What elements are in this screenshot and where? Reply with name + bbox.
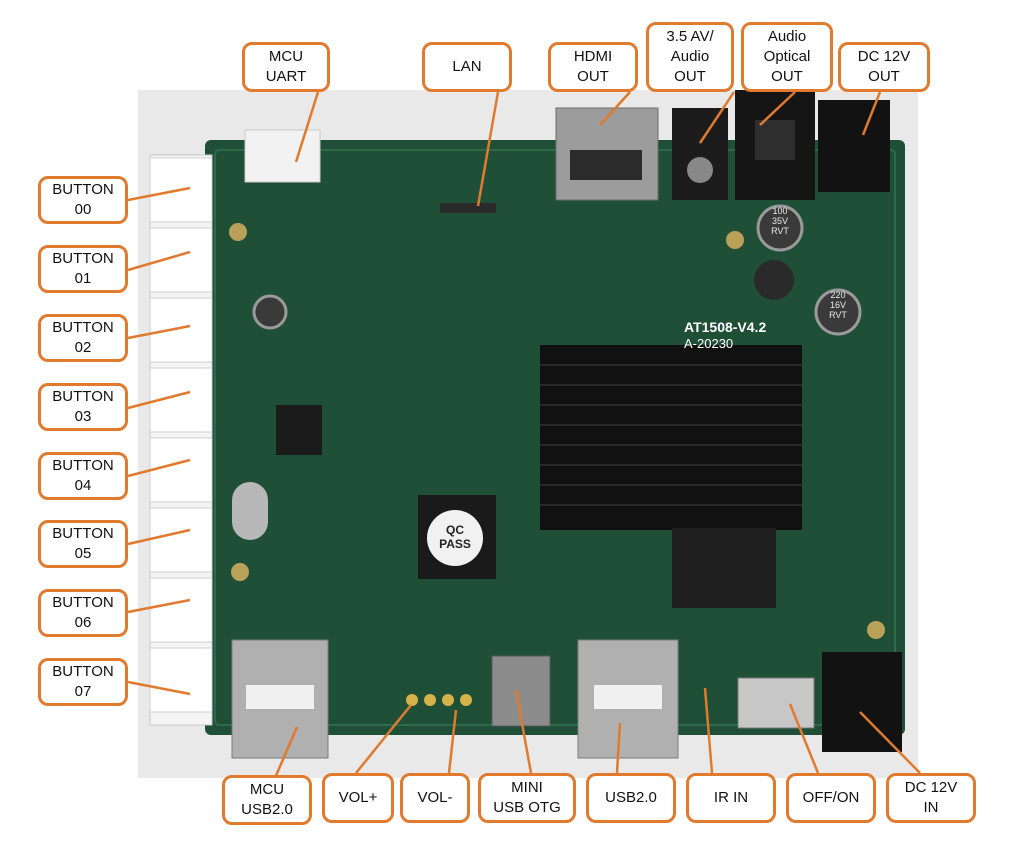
callout-ir-in: IR IN <box>686 773 776 823</box>
lan-header <box>440 203 496 213</box>
callout-button-06: BUTTON 06 <box>38 589 128 637</box>
pcb-trace-border <box>214 149 896 726</box>
callout-button-02: BUTTON 02 <box>38 314 128 362</box>
mcu-uart-connector <box>244 129 321 183</box>
capacitor <box>252 294 288 330</box>
av-jack-hole <box>687 157 713 183</box>
av-jack <box>672 108 728 200</box>
qc-pass-sticker <box>427 510 483 566</box>
dc-out-jack <box>818 100 890 192</box>
optical-socket <box>755 120 795 160</box>
callout-lan: LAN <box>422 42 512 92</box>
mounting-hole <box>867 621 885 639</box>
capacitor <box>756 204 804 252</box>
board-rev-label: A-20230 <box>684 336 733 351</box>
callout-av-audio-out: 3.5 AV/ Audio OUT <box>646 22 734 92</box>
heatsink-fins <box>540 364 802 506</box>
callout-button-07: BUTTON 07 <box>38 658 128 706</box>
hdmi-socket <box>570 150 642 180</box>
leader-lines <box>127 91 921 779</box>
callout-vol-minus: VOL- <box>400 773 470 823</box>
power-switch <box>737 677 815 729</box>
board-model-label: AT1508-V4.2 <box>684 319 766 335</box>
callout-audio-optical-out: Audio Optical OUT <box>741 22 833 92</box>
mcu-usb-socket <box>246 685 314 709</box>
memory-chip <box>672 528 776 608</box>
callout-off-on: OFF/ON <box>786 773 876 823</box>
callout-button-03: BUTTON 03 <box>38 383 128 431</box>
callout-button-00: BUTTON 00 <box>38 176 128 224</box>
mounting-hole <box>726 231 744 249</box>
capacitor <box>814 288 862 336</box>
mounting-hole <box>231 563 249 581</box>
vol-minus-pad <box>442 694 454 706</box>
callout-button-01: BUTTON 01 <box>38 245 128 293</box>
pad <box>424 694 436 706</box>
callout-dc12v-out: DC 12V OUT <box>838 42 930 92</box>
callout-vol-plus: VOL+ <box>322 773 394 823</box>
button-headers <box>149 154 213 726</box>
inductor <box>754 260 794 300</box>
mounting-hole <box>229 223 247 241</box>
callout-button-04: BUTTON 04 <box>38 452 128 500</box>
mcu-chip <box>276 405 322 455</box>
heatsink <box>540 345 802 530</box>
callout-button-05: BUTTON 05 <box>38 520 128 568</box>
callout-dc12v-in: DC 12V IN <box>886 773 976 823</box>
pad <box>460 694 472 706</box>
callout-hdmi-out: HDMI OUT <box>548 42 638 92</box>
dc-in-jack <box>822 652 902 752</box>
callout-mcu-usb: MCU USB2.0 <box>222 775 312 825</box>
vol-plus-pad <box>406 694 418 706</box>
callout-usb20: USB2.0 <box>586 773 676 823</box>
crystal <box>232 482 268 540</box>
callout-mini-usb-otg: MINI USB OTG <box>478 773 576 823</box>
usb-socket <box>594 685 662 709</box>
callout-mcu-uart: MCU UART <box>242 42 330 92</box>
